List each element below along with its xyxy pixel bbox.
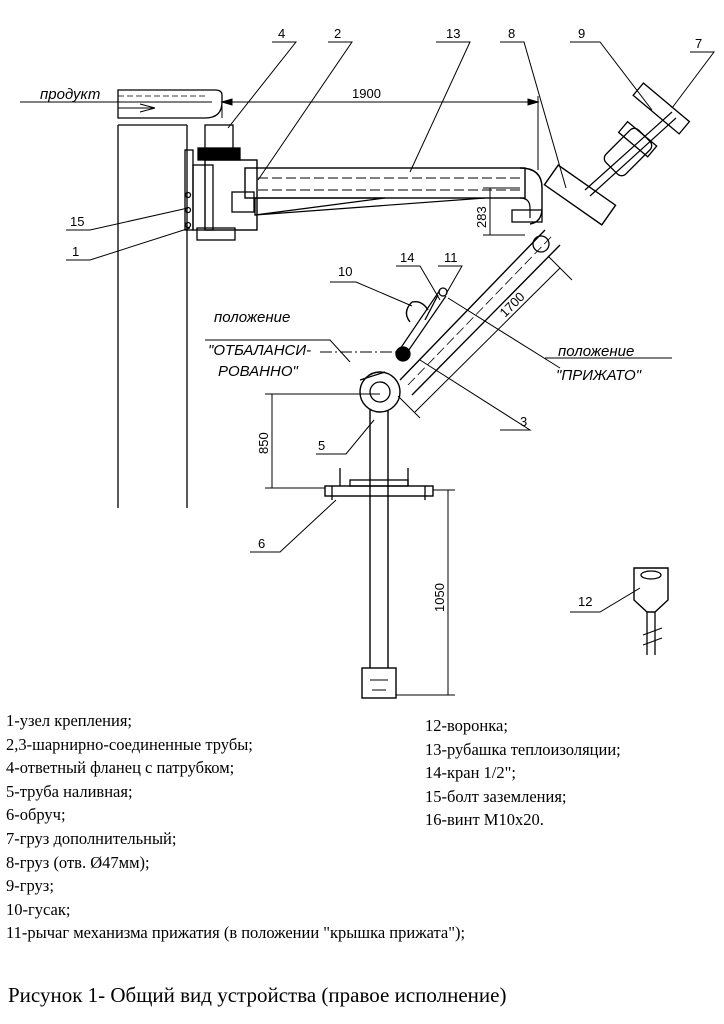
label-product: продукт: [40, 86, 100, 103]
legend-item: 4-ответный фланец с патрубком;: [6, 758, 235, 778]
legend-left: 1-узел крепления; 2,3-шарнирно-соединенн…: [6, 709, 465, 945]
leader-lines: [66, 41, 715, 613]
legend-item: 5-труба наливная;: [6, 781, 133, 801]
callout-3: 3: [520, 414, 527, 429]
support-column: [117, 124, 188, 508]
figure-caption: Рисунок 1- Общий вид устройства (правое …: [8, 983, 507, 1007]
legend-item: 15-болт заземления;: [425, 786, 567, 806]
callout-8: 8: [508, 26, 515, 41]
callout-2: 2: [334, 26, 341, 41]
legend-item: 14-кран 1/2";: [425, 763, 516, 783]
callout-1: 1: [72, 244, 79, 259]
dimension-lines: [220, 94, 573, 696]
callout-7: 7: [695, 36, 702, 51]
counterweight-assembly: [543, 82, 691, 226]
label-pos-left-3: РОВАННО": [218, 363, 299, 380]
label-pos-left-1: положение: [214, 309, 290, 326]
legend-item: 2,3-шарнирно-соединенные трубы;: [6, 734, 253, 754]
legend-right: 12-воронка; 13-рубашка теплоизоляции; 14…: [425, 714, 621, 832]
callout-5: 5: [318, 438, 325, 453]
device-drawing: 4 2 13 8 9 7 15 1 14 11 10 5 6 3 12 1900…: [20, 26, 715, 699]
callout-9: 9: [578, 26, 585, 41]
diagonal-arm: [359, 229, 561, 413]
legend-item: 6-обруч;: [6, 805, 66, 825]
label-pos-left-2: "ОТБАЛАНСИ-: [208, 342, 311, 359]
legend-item: 1-узел крепления;: [6, 711, 133, 730]
mounting-node: [184, 124, 258, 241]
callout-14: 14: [400, 250, 414, 265]
label-pos-right-2: "ПРИЖАТО": [556, 367, 642, 384]
dim-850: 850: [256, 432, 271, 454]
dim-1900: 1900: [352, 86, 381, 101]
legend-item: 11-рычаг механизма прижатия (в положении…: [6, 923, 466, 943]
lever-mechanism: [320, 287, 561, 369]
label-pos-right-1: положение: [558, 343, 634, 360]
callout-6: 6: [258, 536, 265, 551]
dim-283: 283: [474, 206, 489, 228]
dim-1050: 1050: [432, 583, 447, 612]
filling-pipe: [324, 410, 434, 699]
callout-4: 4: [278, 26, 285, 41]
legend-item: 7-груз дополнительный;: [6, 828, 177, 848]
legend-item: 16-винт М10х20.: [425, 810, 544, 830]
legend-item: 9-груз;: [6, 876, 54, 896]
annotations: продукт положение "ОТБАЛАНСИ- РОВАННО" п…: [40, 86, 642, 384]
legend-item: 8-груз (отв. Ø47мм);: [6, 852, 150, 872]
horizontal-arm: [244, 167, 543, 225]
callout-12: 12: [578, 594, 592, 609]
legend-item: 13-рубашка теплоизоляции;: [425, 739, 621, 759]
legend-item: 10-гусак;: [6, 899, 71, 919]
callout-13: 13: [446, 26, 460, 41]
callout-15: 15: [70, 214, 84, 229]
legend-item: 12-воронка;: [425, 716, 508, 735]
callout-numbers: 4 2 13 8 9 7 15 1 14 11 10 5 6 3 12: [70, 26, 702, 609]
callout-10: 10: [338, 264, 352, 279]
funnel-detail: [633, 567, 669, 655]
callout-11: 11: [444, 250, 458, 265]
